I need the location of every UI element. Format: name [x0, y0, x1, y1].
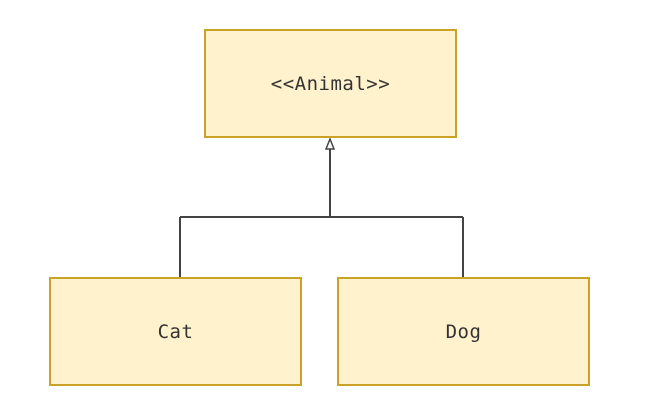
class-node-cat[interactable]: Cat: [49, 277, 302, 386]
class-label-cat: Cat: [157, 320, 194, 343]
class-label-dog: Dog: [445, 320, 482, 343]
class-label-animal: <<Animal>>: [270, 72, 391, 95]
class-node-dog[interactable]: Dog: [337, 277, 590, 386]
generalization-arrowhead: [324, 136, 336, 150]
class-node-animal[interactable]: <<Animal>>: [204, 29, 457, 138]
